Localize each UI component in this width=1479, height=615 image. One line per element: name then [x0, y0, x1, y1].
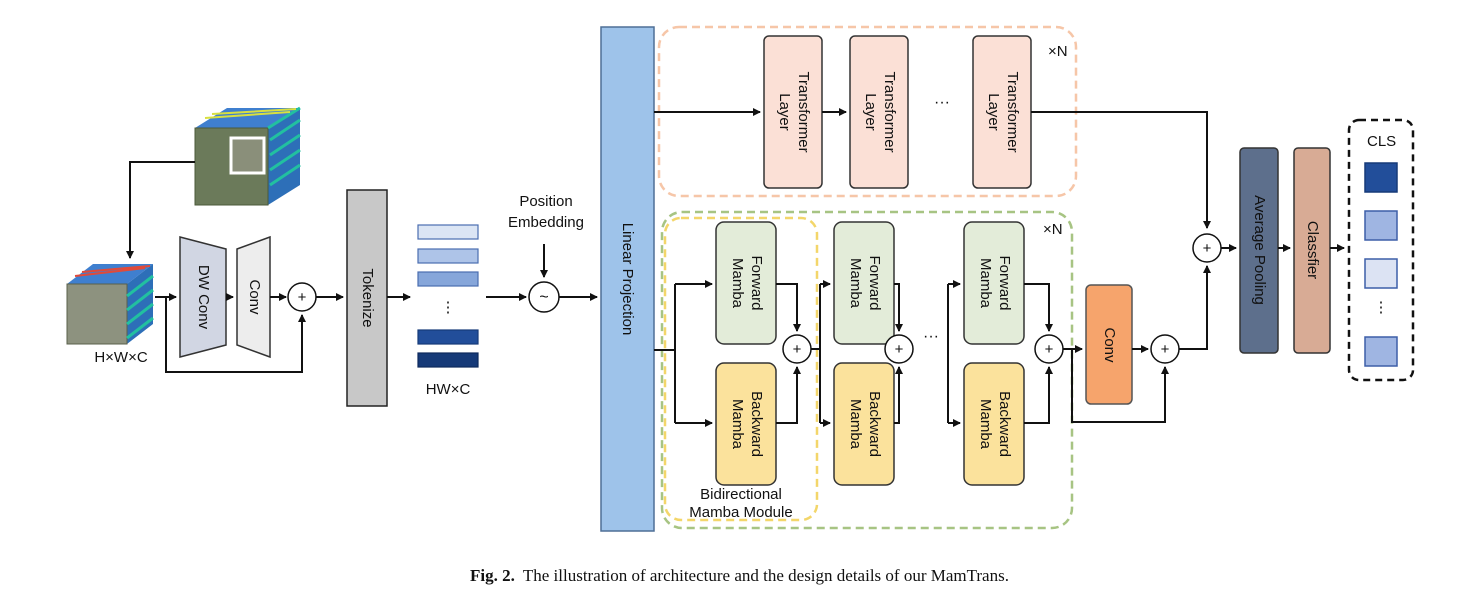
conv-mamba-label: Conv: [1101, 327, 1118, 363]
token-shape-label: HW×C: [426, 381, 471, 398]
cls-token-3: [1364, 258, 1398, 289]
backward-mamba-n: Backward Mamba: [963, 362, 1025, 486]
cls-token-n: [1364, 336, 1398, 367]
conv-small-label: Conv: [246, 279, 263, 315]
tokenize-label: Tokenize: [359, 268, 376, 327]
backward-mamba-1-label-a: Backward: [748, 391, 765, 457]
transformer-layer-2: Transformer Layer: [849, 35, 909, 189]
residual-arrow-1: [165, 297, 306, 373]
split-1: [654, 284, 676, 423]
sum-node-conv-symbol: +: [1161, 341, 1170, 358]
bwd-1-to-sum: [776, 366, 801, 424]
sum-node-mamba-1-symbol: +: [793, 341, 802, 358]
mamba-ellipsis: ···: [923, 328, 939, 345]
fwd-2-to-sum: [894, 283, 903, 332]
sum-node-mamba-n-symbol: +: [1045, 341, 1054, 358]
bwd-2-to-sum: [894, 366, 903, 424]
conv-mamba-block: [1085, 284, 1133, 405]
cls-token-1: [1364, 162, 1398, 193]
caption-text: The illustration of architecture and the…: [522, 566, 1009, 585]
dw-conv-block: [179, 236, 227, 358]
residual-arrow-conv: [1071, 349, 1169, 423]
transformer-ellipsis: ···: [934, 94, 950, 111]
average-pooling-label: Average Pooling: [1251, 195, 1268, 305]
module-label-2: Mamba Module: [689, 504, 792, 521]
backward-mamba-2-label-b: Mamba: [847, 399, 864, 450]
transformer-layer-n-label-b: Layer: [985, 93, 1002, 131]
bidirectional-module-frame: [663, 216, 819, 522]
forward-mamba-2-label-a: Forward: [866, 255, 883, 310]
transformer-layer-1: Transformer Layer: [763, 35, 823, 189]
split-2: [811, 284, 821, 423]
fwd-1-to-sum: [776, 283, 801, 332]
sum-node-mamba-2-symbol: +: [895, 341, 904, 358]
token-stack: [417, 224, 479, 368]
cls-label: CLS: [1367, 133, 1396, 150]
mamba-output-arrow: [1179, 265, 1211, 350]
forward-mamba-n: Forward Mamba: [963, 221, 1025, 345]
classifier-block: [1293, 147, 1331, 354]
sum-node-mamba-2: [884, 334, 914, 364]
pos-embed-symbol: ~: [539, 289, 548, 306]
token-3: [417, 271, 479, 287]
backward-mamba-n-label-b: Mamba: [977, 399, 994, 450]
backward-mamba-n-label-a: Backward: [996, 391, 1013, 457]
figure-caption: Fig. 2. The illustration of architecture …: [0, 566, 1479, 586]
diagram-canvas: H×W×C DW Conv Conv + Tokenize ⋮ HW×C Pos…: [66, 25, 1415, 532]
transformer-layer-1-label-a: Transformer: [795, 71, 812, 152]
token-2: [417, 248, 479, 264]
caption-label: Fig. 2.: [470, 566, 515, 585]
transformer-output-arrow: [1031, 111, 1211, 229]
transformer-repeat: ×N: [1048, 43, 1068, 60]
module-label-1: Bidirectional: [700, 486, 782, 503]
forward-mamba-1: Forward Mamba: [715, 221, 777, 345]
average-pooling-block: [1239, 147, 1279, 354]
cls-frame: [1347, 118, 1415, 382]
patch-arrow: [126, 161, 195, 259]
mamba-repeat: ×N: [1043, 221, 1063, 238]
linear-projection-block: [600, 26, 655, 532]
cls-ellipsis: ⋮: [1374, 299, 1389, 316]
transformer-layer-n: Transformer Layer: [972, 35, 1032, 189]
forward-mamba-n-label-b: Mamba: [977, 258, 994, 309]
transformer-layer-2-label-a: Transformer: [881, 71, 898, 152]
forward-mamba-2: Forward Mamba: [833, 221, 895, 345]
token-1: [417, 224, 479, 240]
dw-conv-label: DW Conv: [195, 265, 212, 330]
classifier-label: Classfier: [1304, 221, 1321, 279]
pos-embed-label-2: Embedding: [508, 214, 584, 231]
hsi-cube-top: [194, 106, 301, 206]
backward-mamba-2: Backward Mamba: [833, 362, 895, 486]
backward-mamba-1: Backward Mamba: [715, 362, 777, 486]
bwd-n-to-sum: [1024, 366, 1053, 424]
sum-node-final-symbol: +: [1203, 240, 1212, 257]
backward-mamba-1-label-b: Mamba: [729, 399, 746, 450]
pos-embed-label-1: Position: [519, 193, 572, 210]
backward-mamba-2-label-a: Backward: [866, 391, 883, 457]
cls-token-2: [1364, 210, 1398, 241]
sum-node-1-symbol: +: [298, 289, 307, 306]
hsi-cube-input: [66, 264, 154, 345]
forward-mamba-n-label-a: Forward: [996, 255, 1013, 310]
token-n: [417, 352, 479, 368]
token-ellipsis: ⋮: [441, 299, 456, 316]
token-n-1: [417, 329, 479, 345]
forward-mamba-1-label-a: Forward: [748, 255, 765, 310]
transformer-layer-2-label-b: Layer: [862, 93, 879, 131]
linear-projection-label: Linear Projection: [619, 223, 636, 336]
fwd-n-to-sum: [1024, 283, 1053, 332]
transformer-layer-n-label-a: Transformer: [1004, 71, 1021, 152]
transformer-layer-1-label-b: Layer: [776, 93, 793, 131]
forward-mamba-2-label-b: Mamba: [847, 258, 864, 309]
transformer-layer-2-box: [849, 35, 909, 189]
forward-mamba-1-label-b: Mamba: [729, 258, 746, 309]
input-shape-label: H×W×C: [94, 349, 148, 366]
conv-small-block: [236, 235, 271, 359]
